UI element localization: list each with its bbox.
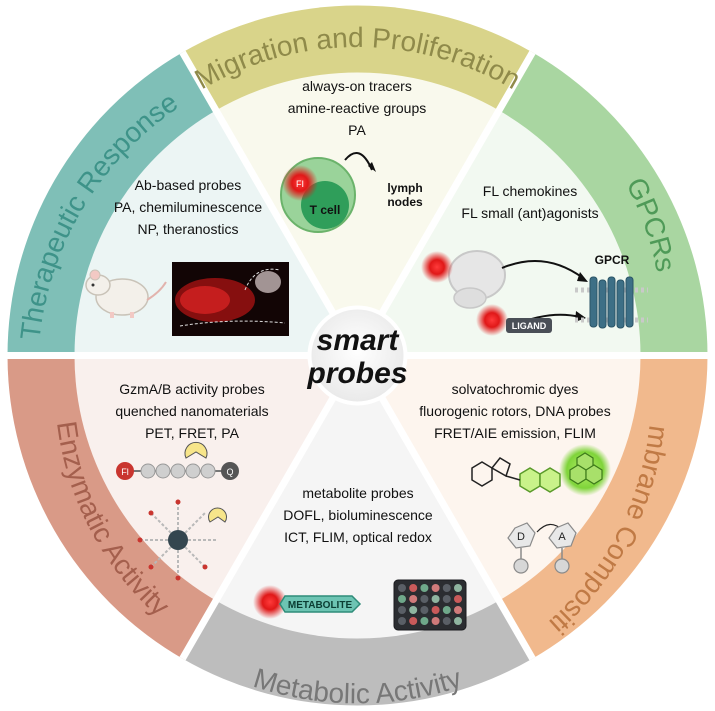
sector-migration-inner [216,72,499,356]
well [420,606,429,614]
enzymatic-line-1: GzmA/B activity probes [119,381,265,397]
fluorophore-icon [253,585,287,619]
sector-metabolic-inner [216,355,499,639]
therapeutic-line-1: Ab-based probes [135,177,242,193]
well-plate-wells [398,584,462,625]
therapeutic-line-2: PA, chemiluminescence [114,199,263,215]
well [442,595,451,603]
fluorophore-icon [476,304,508,336]
gpcr-label: GPCR [595,253,630,267]
center-title-line-2: probes [306,357,407,390]
t-cell-label: T cell [310,203,341,217]
therapeutic-line-3: NP, theranostics [138,221,239,237]
center-hub: smart probes [306,305,408,406]
binding-arrow-icon [501,259,584,279]
peptide-probe-icon: Fl Q [116,462,239,480]
well [454,617,462,625]
fret-pair-icon: D A [507,522,577,574]
fluorophore-icon [282,165,318,201]
well [420,617,429,625]
well [431,617,440,625]
migration-line-3: PA [348,122,366,138]
gpcr-receptor-icon [589,276,634,329]
well [454,606,462,614]
gpcrs-line-1: FL chemokines [483,183,577,199]
well [454,595,462,603]
well [409,584,418,592]
enzymatic-line-2: quenched nanomaterials [115,403,268,419]
rotor-molecule-icon [471,457,561,493]
sector-gpcrs-inner [357,110,641,356]
divider-lines [7,50,708,661]
membrane-line-3: FRET/AIE emission, FLIM [434,425,596,441]
well [420,584,429,592]
aie-molecule-icon [569,452,603,485]
q-label: Q [226,467,233,477]
lymph-label: lymph [387,181,422,195]
well [409,595,418,603]
arrow-head-icon [577,272,588,282]
metabolic-line-3: ICT, FLIM, optical redox [284,529,432,545]
fluorophore-icon [421,251,453,283]
well [420,595,429,603]
protease-icon [184,441,208,459]
well [442,584,451,592]
migration-line-1: always-on tracers [302,78,412,94]
enzymatic-line-3: PET, FRET, PA [145,425,240,441]
ligand-tag [506,318,552,333]
protease-icon [208,507,227,523]
acceptor-label: A [558,531,566,543]
well [398,595,406,603]
fl-label: Fl [121,467,129,477]
center-title-line-1: smart [317,324,401,357]
nanoparticle-icon [137,499,216,581]
gpcrs-line-2: FL small (ant)agonists [461,205,598,221]
gpcrs-content: FL chemokines FL small (ant)agonists LIG… [421,183,648,336]
well [409,606,418,614]
ligand-label: LIGAND [512,321,547,331]
well [431,606,440,614]
migration-content: always-on tracers amine-reactive groups … [280,78,427,233]
metabolic-line-1: metabolite probes [302,485,413,501]
membrane-line-2: fluorogenic rotors, DNA probes [419,403,610,419]
well [409,617,418,625]
membrane-content: solvatochromic dyes fluorogenic rotors, … [419,381,611,574]
chemokine-protein-icon [453,287,487,309]
well [398,606,406,614]
in-vivo-image [172,262,289,336]
membrane-line-1: solvatochromic dyes [452,381,579,397]
arrow-head-icon [368,162,376,172]
metabolite-label: METABOLITE [288,600,353,611]
metabolite-tag [279,595,362,613]
metabolic-line-2: DOFL, bioluminescence [283,507,433,523]
well [431,595,440,603]
well [398,617,406,625]
fluorophore-label: FI [296,179,304,189]
well [454,584,462,592]
nodes-label: nodes [387,195,423,209]
well [431,584,440,592]
donor-label: D [517,531,525,543]
well [442,617,451,625]
enzymatic-content: GzmA/B activity probes quenched nanomate… [115,381,269,581]
well [398,584,406,592]
well [442,606,451,614]
therapeutic-content: Ab-based probes PA, chemiluminescence NP… [85,177,289,336]
mouse-icon [85,269,167,318]
metabolic-content: metabolite probes DOFL, bioluminescence … [253,485,467,631]
migration-line-2: amine-reactive groups [288,100,427,116]
